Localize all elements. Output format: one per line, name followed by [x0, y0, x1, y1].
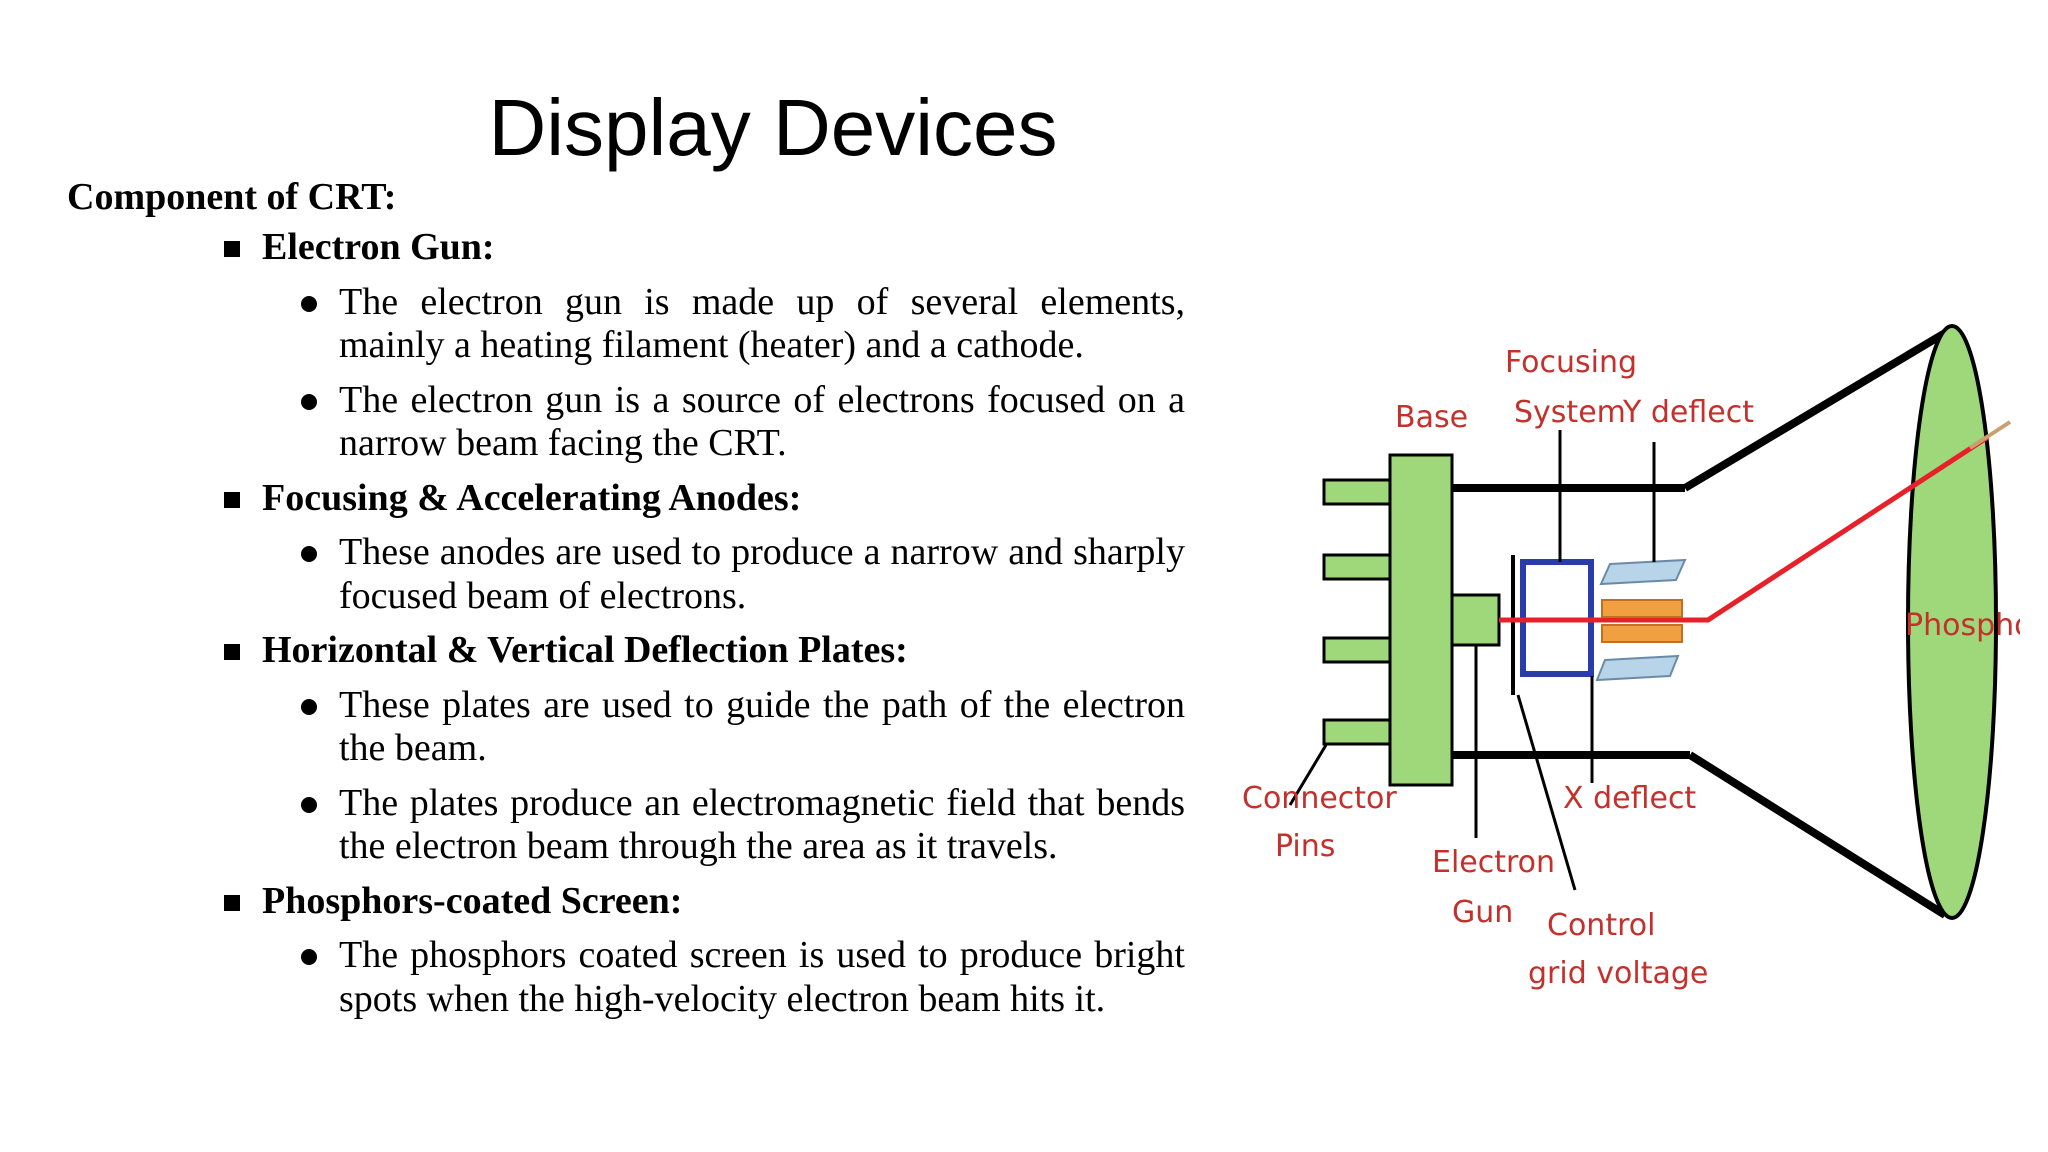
bullet-item: These anodes are used to produce a narro…: [220, 531, 1185, 618]
x-deflect-plate: [1601, 599, 1683, 618]
beam-extension: [1968, 420, 2012, 450]
bullet-text: The electron gun is made up of several e…: [339, 280, 1185, 367]
bullet-item: The phosphors coated screen is used to p…: [220, 934, 1185, 1021]
bullet-item: The plates produce an electromagnetic fi…: [220, 782, 1185, 869]
bullet-text: These plates are used to guide the path …: [339, 683, 1185, 770]
bullet-item: The electron gun is a source of electron…: [220, 379, 1185, 466]
square-bullet-icon: [224, 241, 240, 257]
section-heading-text: Phosphors-coated Screen:: [262, 879, 683, 922]
slide-title: Display Devices: [488, 83, 1058, 172]
leader-line: [1516, 694, 1577, 891]
bullet-text: These anodes are used to produce a narro…: [339, 531, 1185, 617]
section-heading: Electron Gun:: [220, 226, 1185, 270]
square-bullet-icon: [224, 491, 240, 508]
label-y-deflect: Y deflect: [1622, 395, 1754, 430]
section-heading-text: Focusing & Accelerating Anodes:: [262, 476, 802, 519]
label-connector: Connector: [1242, 781, 1397, 816]
section-anodes: Focusing & Accelerating Anodes: These an…: [220, 477, 1185, 619]
bullet-text: The phosphors coated screen is used to p…: [339, 934, 1185, 1020]
section-phosphor-screen: Phosphors-coated Screen: The phosphors c…: [220, 880, 1185, 1022]
leader-line: [1288, 744, 1328, 806]
section-heading: Horizontal & Vertical Deflection Plates:: [220, 629, 1185, 673]
section-heading: Phosphors-coated Screen:: [220, 880, 1185, 924]
square-bullet-icon: [224, 894, 240, 911]
bullet-item: The electron gun is made up of several e…: [220, 281, 1185, 368]
round-bullet-icon: [301, 698, 317, 715]
label-control: Control: [1547, 908, 1655, 943]
x-deflect-plate: [1601, 624, 1683, 643]
round-bullet-icon: [301, 393, 317, 410]
label-base: Base: [1395, 400, 1468, 435]
label-focusing: Focusing: [1505, 345, 1637, 380]
y-deflect-plate: [1595, 654, 1680, 682]
y-deflect-plate: [1599, 558, 1687, 586]
bullet-text: The electron gun is a source of electron…: [339, 378, 1185, 465]
label-x-deflect: X deflect: [1563, 781, 1696, 816]
connector-pin: [1322, 718, 1392, 746]
label-electron: Electron: [1432, 845, 1555, 880]
tube-top-flare: [1682, 326, 1953, 492]
bullet-item: These plates are used to guide the path …: [220, 684, 1185, 771]
label-pins: Pins: [1275, 829, 1335, 864]
round-bullet-icon: [301, 796, 317, 813]
label-grid-voltage: grid voltage: [1528, 956, 1708, 991]
slide-content: Electron Gun: The electron gun is made u…: [220, 226, 1185, 1032]
round-bullet-icon: [301, 295, 317, 312]
section-heading-text: Horizontal & Vertical Deflection Plates:: [262, 629, 908, 671]
section-heading-text: Electron Gun:: [262, 226, 495, 268]
bullet-text: The plates produce an electromagnetic fi…: [339, 781, 1185, 868]
round-bullet-icon: [301, 949, 317, 965]
square-bullet-icon: [224, 644, 240, 660]
label-phosphor: Phosphor: [1905, 608, 2020, 643]
tube-bottom-flare: [1687, 751, 1948, 919]
crt-diagram: Focusing System Base Y deflect Phosphor …: [1242, 324, 2020, 991]
label-gun: Gun: [1452, 895, 1513, 930]
section-electron-gun: Electron Gun: The electron gun is made u…: [220, 226, 1185, 466]
electron-gun: [1450, 593, 1501, 647]
section-heading: Focusing & Accelerating Anodes:: [220, 477, 1185, 521]
connector-pin: [1322, 636, 1392, 664]
connector-pin: [1322, 478, 1392, 506]
round-bullet-icon: [301, 546, 317, 562]
slide-lead: Component of CRT:: [67, 176, 397, 218]
connector-pin: [1322, 553, 1392, 581]
electron-beam: [1499, 434, 1990, 623]
section-deflection-plates: Horizontal & Vertical Deflection Plates:…: [220, 629, 1185, 869]
label-system: System: [1514, 395, 1626, 430]
tube-base: [1388, 453, 1454, 787]
